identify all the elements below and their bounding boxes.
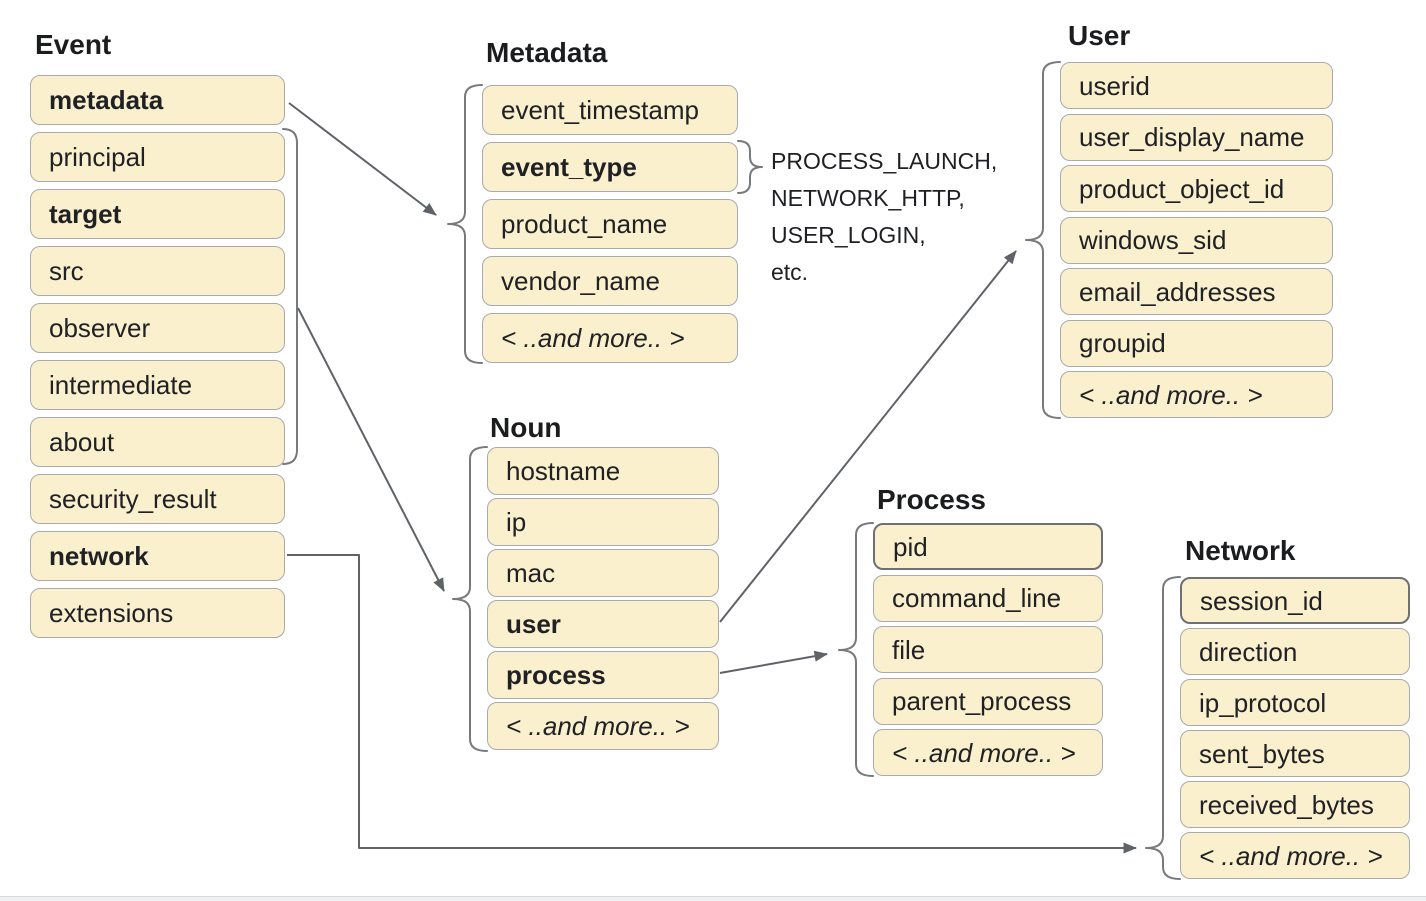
field-observer: observer: [30, 303, 285, 353]
group-title-event: Event: [35, 29, 112, 60]
field-and-more: < ..and more.. >: [873, 729, 1103, 776]
event-type-example-line: USER_LOGIN,: [771, 222, 926, 248]
field-ip-protocol: ip_protocol: [1180, 679, 1410, 726]
field-vendor-name: vendor_name: [482, 256, 738, 306]
field-direction: direction: [1180, 628, 1410, 675]
event-group: metadata principal target src observer i…: [30, 75, 285, 645]
field-command-line: command_line: [873, 574, 1103, 622]
group-title-user: User: [1068, 20, 1131, 51]
field-process: process: [487, 651, 719, 699]
user-group-brace: [1025, 61, 1061, 419]
noun-group-brace: [452, 446, 488, 752]
field-event-timestamp: event_timestamp: [482, 85, 738, 135]
field-windows-sid: windows_sid: [1060, 216, 1333, 264]
field-userid: userid: [1060, 62, 1333, 109]
field-src: src: [30, 246, 285, 296]
field-about: about: [30, 417, 285, 467]
field-received-bytes: received_bytes: [1180, 781, 1410, 828]
field-metadata: metadata: [30, 75, 285, 125]
network-group-brace: [1145, 576, 1181, 880]
field-and-more: < ..and more.. >: [1180, 832, 1410, 879]
field-groupid: groupid: [1060, 319, 1333, 367]
metadata-to-metadata-group-arrow: [288, 102, 437, 216]
event-type-values-brace: [737, 140, 763, 194]
field-email-addresses: email_addresses: [1060, 268, 1333, 315]
field-product-name: product_name: [482, 199, 738, 249]
field-intermediate: intermediate: [30, 360, 285, 410]
metadata-group-brace: [447, 84, 483, 364]
process-group: pid command_line file parent_process < .…: [873, 523, 1103, 781]
event-type-example-line: etc.: [771, 259, 809, 285]
field-pid: pid: [873, 523, 1103, 570]
group-title-metadata: Metadata: [486, 37, 608, 68]
field-user: user: [487, 600, 719, 648]
event-type-example-line: NETWORK_HTTP,: [771, 185, 965, 211]
field-security-result: security_result: [30, 474, 285, 524]
nouns-bracket-to-noun-group-arrow: [297, 307, 445, 592]
field-parent-process: parent_process: [873, 677, 1103, 725]
event-type-examples: PROCESS_LAUNCH, NETWORK_HTTP, USER_LOGIN…: [771, 143, 997, 291]
event-nouns-bracket: [282, 128, 298, 465]
field-session-id: session_id: [1180, 577, 1410, 624]
field-and-more: < ..and more.. >: [1060, 371, 1333, 418]
field-network: network: [30, 531, 285, 581]
field-ip: ip: [487, 498, 719, 546]
field-principal: principal: [30, 132, 285, 182]
noun-group: hostname ip mac user process < ..and mor…: [487, 447, 719, 753]
process-group-brace: [838, 522, 874, 777]
field-and-more: < ..and more.. >: [482, 313, 738, 363]
field-mac: mac: [487, 549, 719, 597]
field-extensions: extensions: [30, 588, 285, 638]
group-title-process: Process: [877, 484, 986, 515]
field-target: target: [30, 189, 285, 239]
field-file: file: [873, 626, 1103, 673]
field-user-display-name: user_display_name: [1060, 113, 1333, 161]
metadata-group: event_timestamp event_type product_name …: [482, 85, 738, 370]
field-sent-bytes: sent_bytes: [1180, 730, 1410, 777]
page-bottom-rule: [0, 896, 1426, 901]
network-group: session_id direction ip_protocol sent_by…: [1180, 577, 1410, 883]
field-and-more: < ..and more.. >: [487, 702, 719, 750]
process-to-process-group-arrow: [719, 650, 828, 674]
user-group: userid user_display_name product_object_…: [1060, 62, 1333, 423]
field-product-object-id: product_object_id: [1060, 165, 1333, 212]
group-title-noun: Noun: [490, 412, 562, 443]
event-type-example-line: PROCESS_LAUNCH,: [771, 148, 998, 174]
field-event-type: event_type: [482, 142, 738, 192]
field-hostname: hostname: [487, 447, 719, 495]
group-title-network: Network: [1185, 535, 1296, 566]
